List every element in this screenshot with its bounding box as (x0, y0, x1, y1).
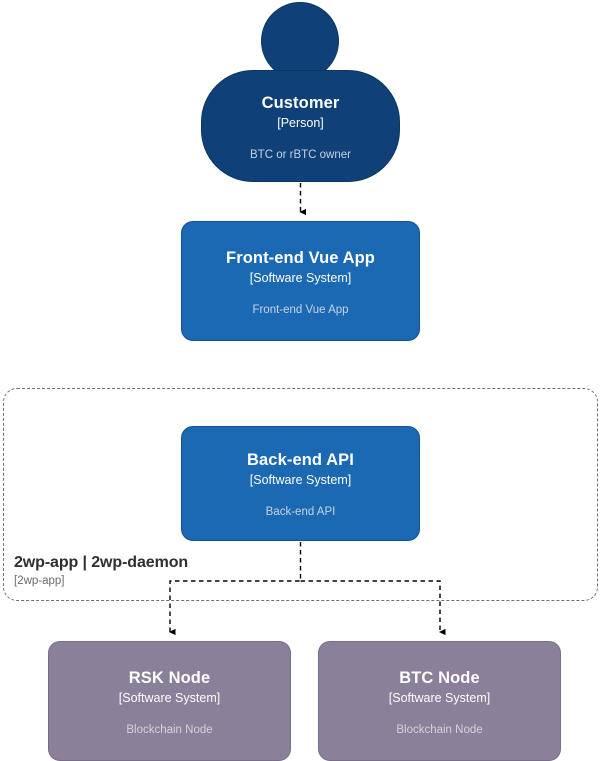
node-frontend-vue-app[interactable]: Front-end Vue App [Software System] Fron… (181, 221, 420, 341)
person-head-icon (261, 2, 339, 80)
node-backend-api-type: [Software System] (249, 472, 352, 487)
node-btc-node[interactable]: BTC Node [Software System] Blockchain No… (318, 641, 561, 761)
node-backend-api-title: Back-end API (247, 451, 354, 469)
node-rsk-node-description: Blockchain Node (126, 723, 213, 736)
node-backend-api[interactable]: Back-end API [Software System] Back-end … (181, 426, 420, 541)
node-frontend-vue-app-title: Front-end Vue App (226, 249, 375, 267)
connector-backend-to-btc-node (300, 580, 446, 636)
node-backend-api-description: Back-end API (265, 505, 336, 518)
node-rsk-node[interactable]: RSK Node [Software System] Blockchain No… (48, 641, 291, 761)
node-customer-type: [Person] (277, 115, 324, 130)
boundary-title: 2wp-app | 2wp-daemon (14, 554, 189, 571)
node-frontend-vue-app-type: [Software System] (249, 270, 352, 285)
connector-backend-to-rsk-node (168, 542, 302, 636)
boundary-type: [2wp-app] (14, 575, 65, 588)
node-btc-node-type: [Software System] (388, 690, 491, 705)
node-frontend-vue-app-description: Front-end Vue App (252, 303, 349, 316)
node-rsk-node-type: [Software System] (118, 690, 221, 705)
boundary-label-group: 2wp-app | 2wp-daemon [2wp-app] (14, 553, 188, 589)
node-btc-node-title: BTC Node (399, 669, 480, 687)
node-customer-description: BTC or rBTC owner (250, 148, 351, 161)
node-customer[interactable]: Customer [Person] BTC or rBTC owner (201, 70, 400, 182)
node-customer-title: Customer (261, 94, 340, 112)
node-rsk-node-title: RSK Node (128, 669, 211, 687)
node-btc-node-description: Blockchain Node (396, 723, 483, 736)
